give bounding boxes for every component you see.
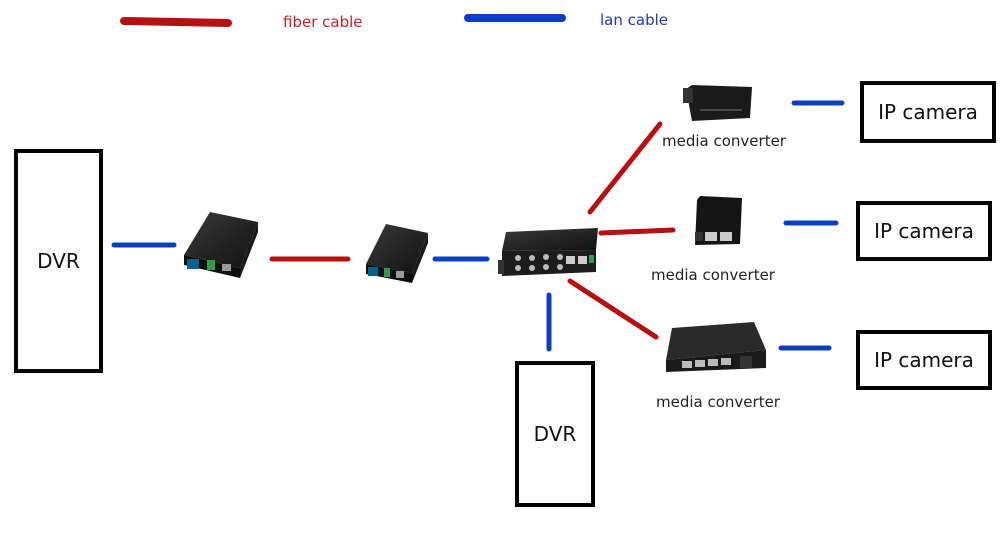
dvr-left-box: DVR bbox=[14, 149, 103, 373]
camera-2-box: IP camera bbox=[856, 201, 992, 261]
fiber-cable-switch-to-bottom bbox=[567, 278, 659, 340]
camera-2-label: IP camera bbox=[874, 219, 974, 243]
dvr-bottom-label: DVR bbox=[533, 422, 577, 446]
camera-1-label: IP camera bbox=[878, 100, 978, 124]
converter-top-device-icon bbox=[683, 85, 752, 121]
camera-3-box: IP camera bbox=[856, 330, 992, 390]
converter-bottom-label: media converter bbox=[656, 393, 780, 411]
converter-left-2-device-icon bbox=[366, 224, 428, 283]
legend-fiber-label: fiber cable bbox=[283, 13, 363, 31]
legend-fiber-line bbox=[120, 17, 232, 27]
fiber-cable-switch-to-top bbox=[587, 121, 663, 215]
converter-left-1-device-icon bbox=[184, 212, 258, 278]
converter-mid-label: media converter bbox=[651, 266, 775, 284]
dvr-left-label: DVR bbox=[37, 249, 80, 273]
fiber-switch-device-icon bbox=[498, 228, 598, 276]
fiber-cable-switch-to-mid bbox=[598, 227, 676, 236]
converter-mid-device-icon bbox=[695, 196, 742, 245]
camera-1-box: IP camera bbox=[860, 81, 996, 143]
camera-3-label: IP camera bbox=[874, 348, 974, 372]
converter-top-label: media converter bbox=[662, 132, 786, 150]
legend-lan-label: lan cable bbox=[600, 11, 668, 29]
converter-bottom-device-icon bbox=[666, 322, 766, 372]
dvr-bottom-box: DVR bbox=[515, 361, 595, 507]
